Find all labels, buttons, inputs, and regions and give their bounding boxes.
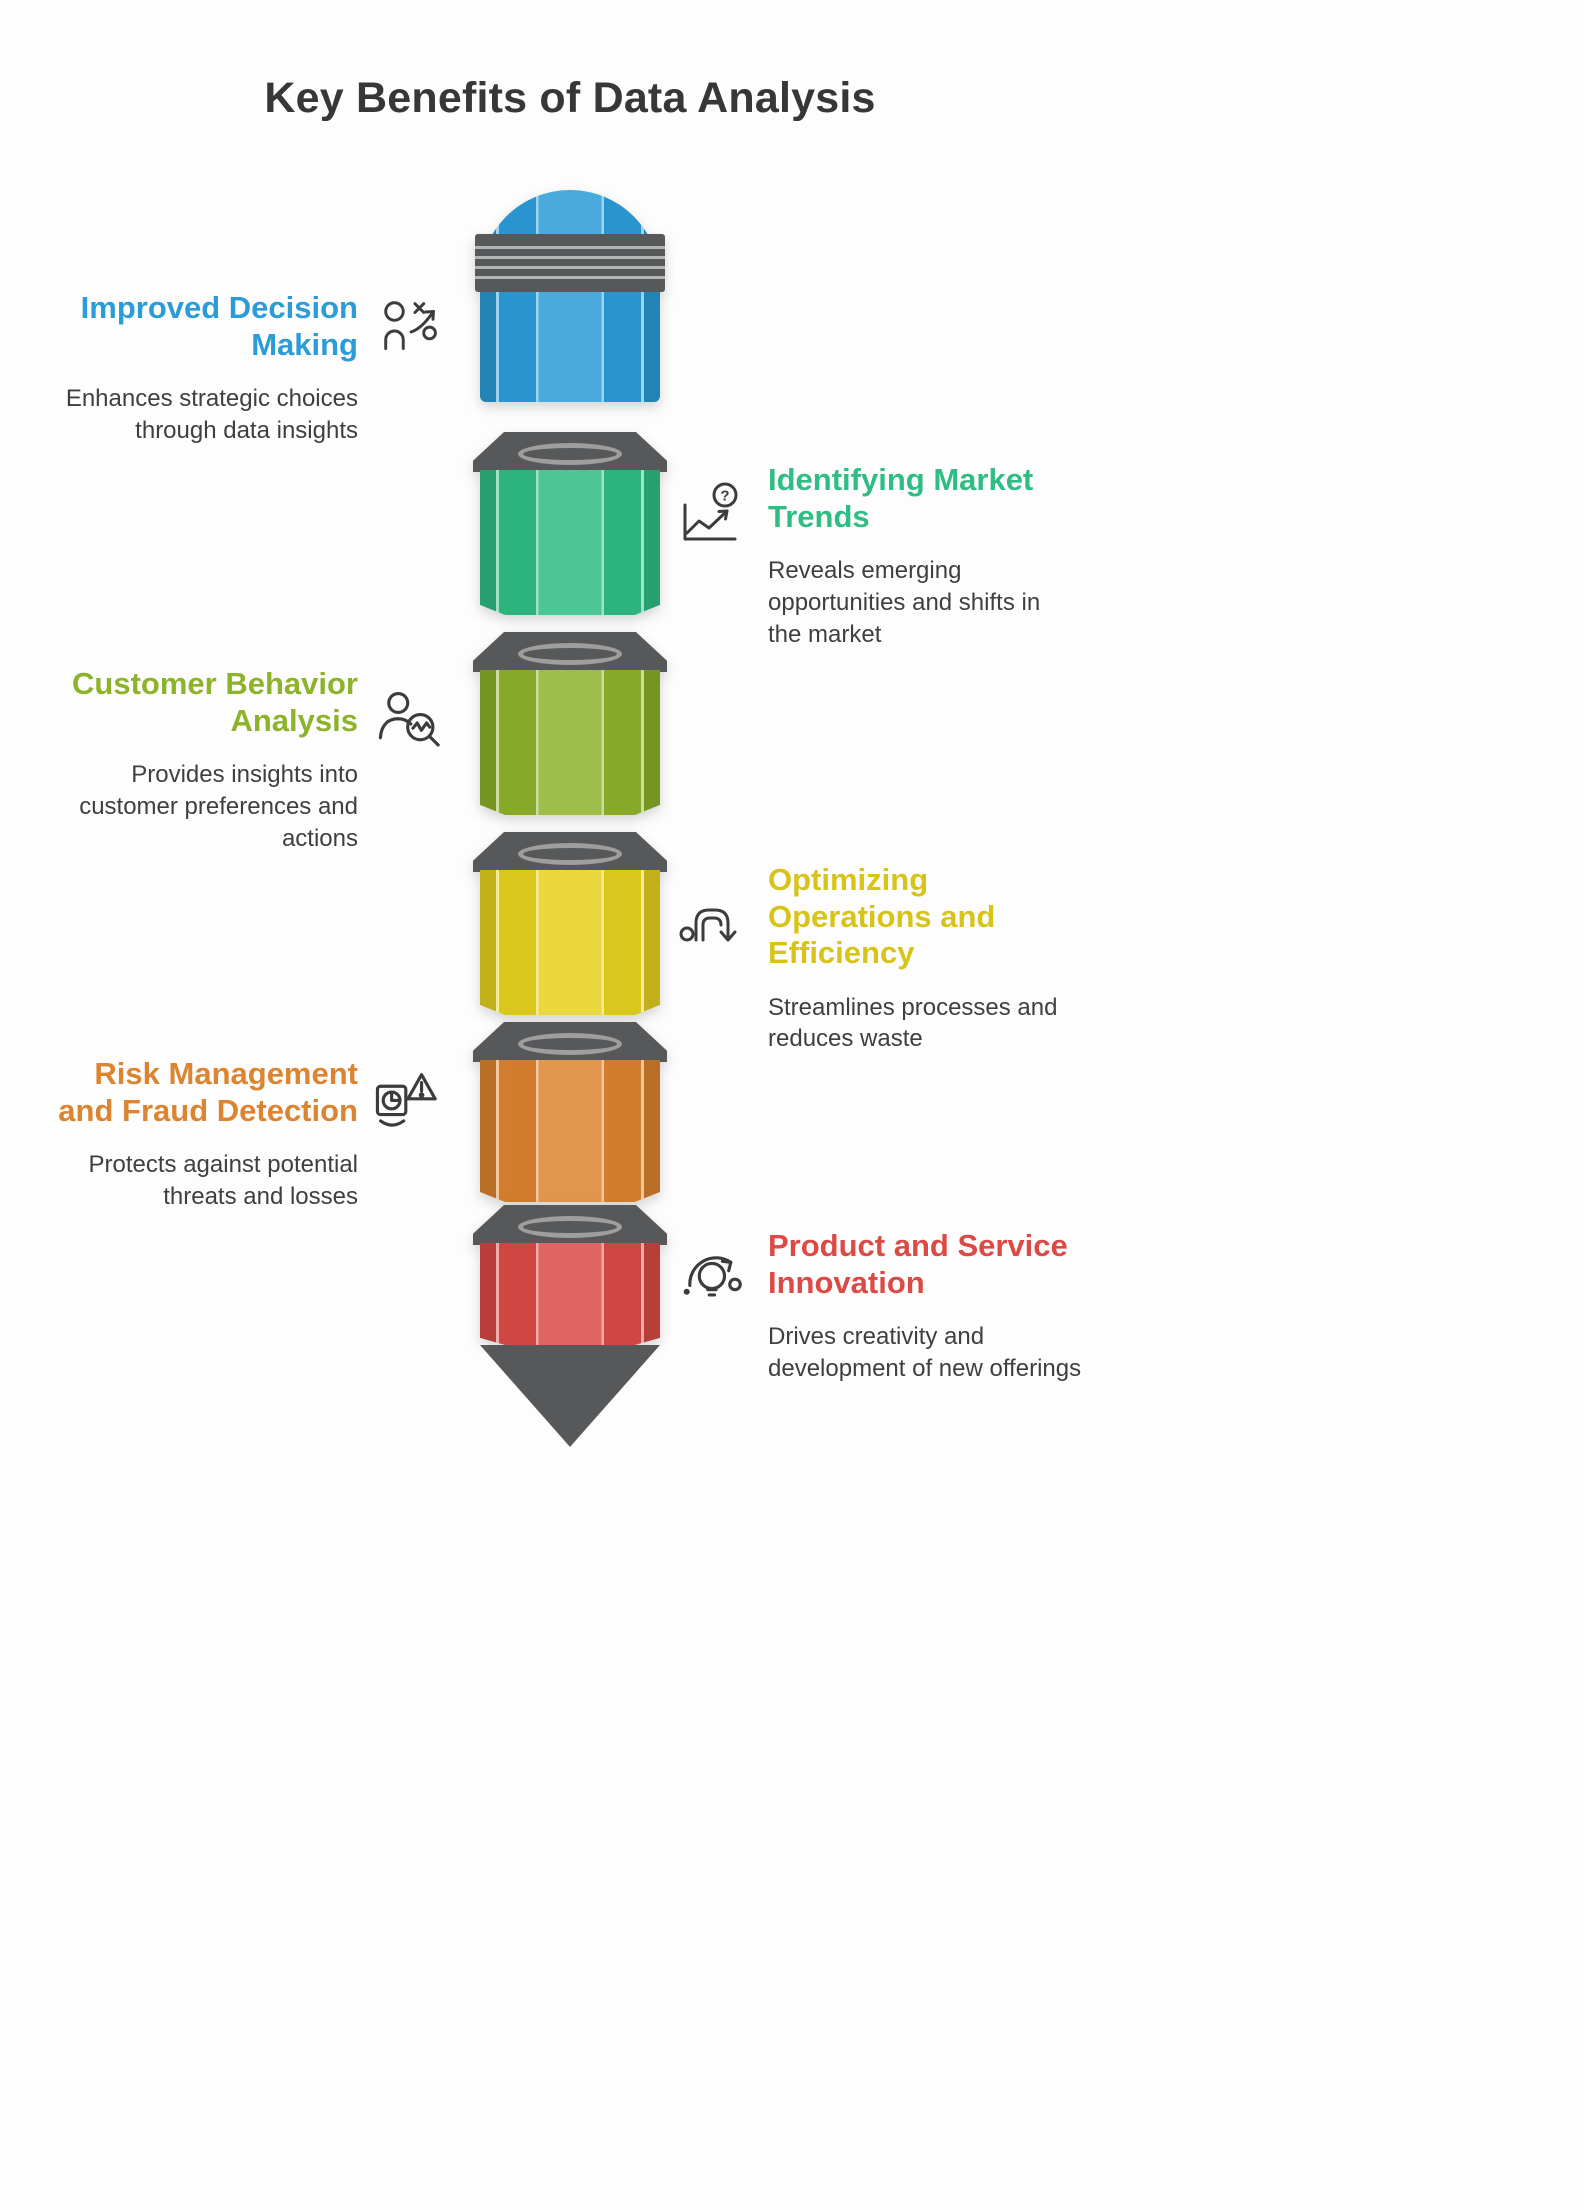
benefit-title: Improved Decision Making bbox=[80, 290, 358, 362]
pencil-segment-trends bbox=[473, 432, 667, 615]
segment-facets bbox=[480, 470, 660, 615]
pencil-eraser-segment bbox=[475, 190, 665, 402]
segment-cap-ring bbox=[518, 1032, 622, 1055]
trend-question-icon: ? bbox=[672, 478, 752, 558]
segment-cap bbox=[473, 432, 667, 472]
pencil-segment-risk bbox=[473, 1022, 667, 1202]
benefit-optimizing-operations: Optimizing Operations and Efficiency Str… bbox=[768, 862, 1098, 1055]
benefit-description: Protects against potential threats and l… bbox=[88, 1151, 359, 1210]
pencil-segment-behavior bbox=[473, 632, 667, 815]
segment-cap bbox=[473, 832, 667, 872]
segment-cap bbox=[473, 1205, 667, 1245]
segment-cap-ring bbox=[518, 642, 622, 665]
segment-body bbox=[480, 870, 660, 1015]
benefit-title: Product and Service Innovation bbox=[768, 1228, 1068, 1300]
page-title: Key Benefits of Data Analysis bbox=[264, 74, 876, 122]
benefit-risk-management: Risk Management and Fraud Detection Prot… bbox=[46, 1056, 358, 1213]
segment-cap bbox=[473, 1022, 667, 1062]
benefit-description: Streamlines processes and reduces waste bbox=[768, 993, 1058, 1053]
pencil-graphic bbox=[473, 0, 667, 2210]
benefit-description: Drives creativity and development of new… bbox=[768, 1323, 1082, 1382]
ferrule-stripes bbox=[475, 239, 665, 284]
benefit-title: Customer Behavior Analysis bbox=[72, 666, 358, 738]
pencil-tip bbox=[480, 1345, 660, 1447]
segment-body bbox=[480, 1243, 660, 1345]
pencil-segment-operations bbox=[473, 832, 667, 1015]
fraud-alert-icon bbox=[368, 1060, 452, 1144]
benefit-description: Provides insights into customer preferen… bbox=[79, 761, 358, 852]
segment-cap bbox=[473, 632, 667, 672]
segment-facets bbox=[480, 870, 660, 1015]
benefit-description: Enhances strategic choices through data … bbox=[65, 385, 358, 444]
segment-facets bbox=[480, 670, 660, 815]
segment-body bbox=[480, 470, 660, 615]
segment-cap-ring bbox=[518, 1215, 622, 1238]
benefit-customer-behavior-analysis: Customer Behavior Analysis Provides insi… bbox=[46, 666, 358, 854]
innovation-bulb-icon bbox=[672, 1234, 756, 1318]
segment-facets bbox=[480, 1243, 660, 1345]
benefit-description: Reveals emerging opportunities and shift… bbox=[768, 557, 1041, 648]
benefit-title: Optimizing Operations and Efficiency bbox=[768, 862, 996, 971]
benefit-product-service-innovation: Product and Service Innovation Drives cr… bbox=[768, 1228, 1128, 1385]
customer-magnifier-icon bbox=[372, 682, 456, 766]
segment-facets bbox=[480, 1060, 660, 1202]
segment-body bbox=[480, 670, 660, 815]
benefit-title: Risk Management and Fraud Detection bbox=[58, 1056, 358, 1128]
segment-cap-ring bbox=[518, 442, 622, 465]
benefit-title: Identifying Market Trends bbox=[768, 462, 1034, 534]
person-decision-icon bbox=[374, 292, 452, 370]
svg-text:?: ? bbox=[720, 488, 729, 505]
eraser-ferrule bbox=[475, 234, 665, 292]
eraser-facets bbox=[480, 190, 660, 402]
pipeline-arrow-icon bbox=[672, 884, 752, 964]
segment-cap-ring bbox=[518, 842, 622, 865]
benefit-identifying-market-trends: Identifying Market Trends Reveals emergi… bbox=[768, 462, 1098, 650]
segment-body bbox=[480, 1060, 660, 1202]
benefit-improved-decision-making: Improved Decision Making Enhances strate… bbox=[46, 290, 358, 447]
pencil-segment-innovation bbox=[473, 1205, 667, 1345]
